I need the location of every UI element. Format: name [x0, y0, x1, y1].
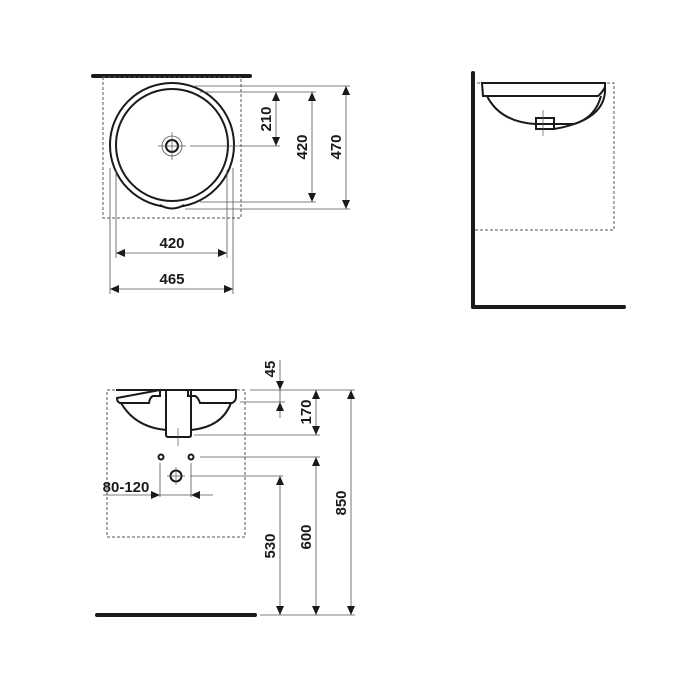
cabinet-outline-front [106, 389, 246, 538]
cabinet-outline-side [475, 82, 615, 231]
basin-rim-side [480, 82, 606, 97]
basin-bowl-front [120, 402, 232, 431]
dim-counter-height: 850 [333, 490, 350, 515]
overflow-notch [159, 204, 185, 210]
dim-outer-depth: 470 [328, 134, 345, 159]
dim-outer-width: 465 [159, 271, 184, 288]
dim-rim-thickness: 45 [262, 361, 279, 378]
basin-inner-bowl [115, 88, 229, 202]
front-view: 80-120 45 170 530 600 850 [95, 360, 355, 617]
dim-tap-spacing: 80-120 [103, 479, 150, 496]
dim-inner-depth: 420 [294, 134, 311, 159]
overflow-channel [553, 86, 607, 130]
tap-hole-left [157, 453, 165, 461]
dim-tap-height: 600 [298, 524, 315, 549]
tap-hole-right [187, 453, 195, 461]
dim-bowl-height: 170 [298, 399, 315, 424]
dim-inner-width: 420 [159, 235, 184, 252]
drain-side [535, 117, 555, 130]
cabinet-outline-top [102, 76, 242, 219]
dim-drain-height: 530 [262, 533, 279, 558]
basin-rim-front [115, 388, 237, 404]
basin-bowl-side [486, 95, 574, 125]
dim-drain-offset: 210 [258, 106, 275, 131]
top-view: 210 420 470 420 465 [91, 74, 350, 294]
drain-column-front [165, 390, 192, 438]
side-view [471, 71, 626, 309]
